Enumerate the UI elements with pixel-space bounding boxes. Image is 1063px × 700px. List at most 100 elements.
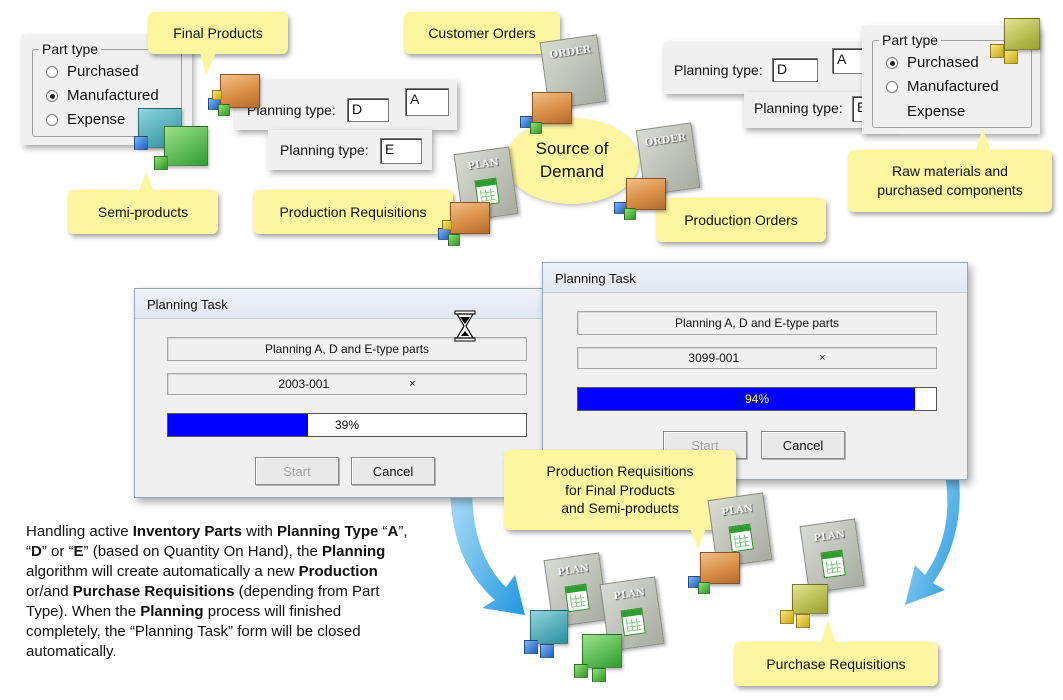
radio-label: Manufactured [67, 87, 159, 104]
progress-fill [168, 414, 308, 436]
task-description-box: Planning A, D and E-type parts [577, 311, 937, 335]
callout-text: Purchase Requisitions [766, 655, 906, 672]
doc-title: PLAN [556, 563, 590, 579]
callout-tail [820, 620, 836, 644]
callout-text: Production Requisitions [279, 203, 427, 220]
planning-type-field-d[interactable]: D [772, 58, 818, 82]
raw-materials-cubes-icon [780, 584, 840, 632]
dialog-title: Planning Task [135, 289, 545, 319]
part-mark: × [819, 352, 826, 364]
doc-title: PLAN [720, 503, 754, 519]
callout-text: Final Products [173, 24, 263, 41]
doc-title: PLAN [812, 529, 846, 545]
planning-task-dialog-right: Planning Task Planning A, D and E-type p… [542, 262, 968, 480]
order-crate-icon [612, 178, 672, 224]
planning-type-field-d[interactable]: D [347, 98, 389, 122]
callout-final-products: Final Products [148, 12, 288, 54]
callout-text-line2: purchased components [877, 182, 1023, 198]
planning-type-field-e[interactable]: E [380, 138, 422, 164]
callout-semi-products: Semi-products [68, 190, 218, 234]
callout-text-line2: for Final Products [565, 481, 675, 498]
raw-materials-icon [990, 18, 1044, 66]
callout-prod-req-final: Production Requisitions for Final Produc… [504, 450, 736, 530]
callout-text-line1: Raw materials and [892, 163, 1008, 180]
final-product-crate-icon [686, 552, 746, 600]
callout-tail [975, 128, 991, 152]
final-products-icon [208, 74, 264, 120]
radio-label: Manufactured [907, 78, 999, 95]
task-description-box: Planning A, D and E-type parts [167, 337, 527, 361]
arrow-left-down [450, 460, 525, 615]
cancel-button[interactable]: Cancel [351, 457, 435, 485]
progress-bar-left: 39% [167, 413, 527, 437]
source-of-demand: Source of Demand [505, 118, 639, 204]
doc-title: PLAN [466, 157, 500, 173]
radio-button[interactable] [886, 80, 898, 93]
description-text: Handling active Inventory Parts with Pla… [26, 523, 408, 660]
radio-label: Expense [67, 111, 126, 128]
radio-button[interactable] [46, 65, 58, 78]
callout-tail [138, 172, 154, 192]
planning-type-panel-right-d: Planning type: D A [664, 42, 878, 94]
radio-label: Purchased [67, 63, 139, 80]
radio-manufactured-right[interactable]: Manufactured [886, 78, 999, 95]
hourglass-icon [454, 310, 476, 342]
callout-text-line1: Production Requisitions [546, 462, 694, 479]
callout-production-orders: Production Orders [656, 198, 826, 242]
planning-task-dialog-left: Planning Task Planning A, D and E-type p… [134, 288, 546, 498]
order-crate-icon [518, 92, 578, 138]
planning-type-label: Planning type: [754, 100, 843, 116]
callout-text: Customer Orders [428, 24, 536, 41]
start-button[interactable]: Start [255, 457, 339, 485]
semi-product-cubes-icon [524, 608, 584, 662]
progress-bar-right: 94% [577, 387, 937, 411]
radio-label: Purchased [907, 54, 979, 71]
planning-type-panel-left-e: Planning type: E [268, 130, 432, 170]
callout-text-line3: and Semi-products [561, 500, 679, 517]
semi-product-cubes-icon [574, 634, 638, 686]
planning-type-field-a[interactable]: A [405, 88, 449, 116]
doc-title: ORDER [548, 44, 592, 62]
radio-expense-right[interactable]: Expense [907, 103, 965, 120]
planning-type-panel-left-d: Planning type: D A [235, 80, 457, 130]
planning-type-label: Planning type: [674, 62, 763, 78]
task-text: Planning A, D and E-type parts [674, 316, 840, 330]
callout-text: Production Orders [684, 211, 798, 228]
callout-tail [200, 52, 216, 76]
part-code: 3099-001 [688, 351, 740, 365]
arrow-right-down [905, 440, 960, 605]
plan-crate-icon [436, 202, 496, 252]
radio-manufactured-left[interactable]: Manufactured [46, 87, 159, 104]
radio-purchased-left[interactable]: Purchased [46, 63, 139, 80]
plan-document-icon: PLAN [799, 518, 865, 594]
doc-title: ORDER [644, 132, 687, 150]
current-part-box: 3099-001 × [577, 347, 937, 369]
progress-fill [578, 388, 915, 410]
current-part-box: 2003-001 × [167, 373, 527, 395]
semi-products-icon [134, 108, 214, 178]
part-type-group-left: Part type [32, 41, 182, 137]
radio-label: Expense [907, 103, 966, 120]
doc-title: PLAN [612, 587, 646, 603]
callout-raw-materials: Raw materials and purchased components [848, 150, 1052, 212]
source-line1: Source of [535, 139, 609, 159]
progress-text: 94% [744, 392, 770, 406]
radio-button[interactable] [886, 56, 898, 69]
radio-button[interactable] [46, 89, 58, 102]
cancel-button[interactable]: Cancel [761, 431, 845, 459]
dialog-title: Planning Task [543, 263, 967, 293]
part-code: 2003-001 [278, 377, 330, 391]
planning-type-label: Planning type: [247, 102, 336, 118]
callout-tail [690, 528, 706, 550]
part-mark: × [409, 378, 416, 390]
callout-production-requisitions: Production Requisitions [253, 190, 453, 234]
task-text: Planning A, D and E-type parts [264, 342, 430, 356]
callout-text: Semi-products [97, 203, 189, 220]
radio-expense-left[interactable]: Expense [46, 111, 125, 128]
radio-button[interactable] [46, 113, 58, 126]
callout-purchase-requisitions: Purchase Requisitions [734, 642, 938, 686]
progress-text: 39% [334, 418, 360, 432]
radio-purchased-right[interactable]: Purchased [886, 54, 979, 71]
part-type-legend: Part type [879, 32, 942, 48]
source-line2: Demand [539, 162, 605, 181]
